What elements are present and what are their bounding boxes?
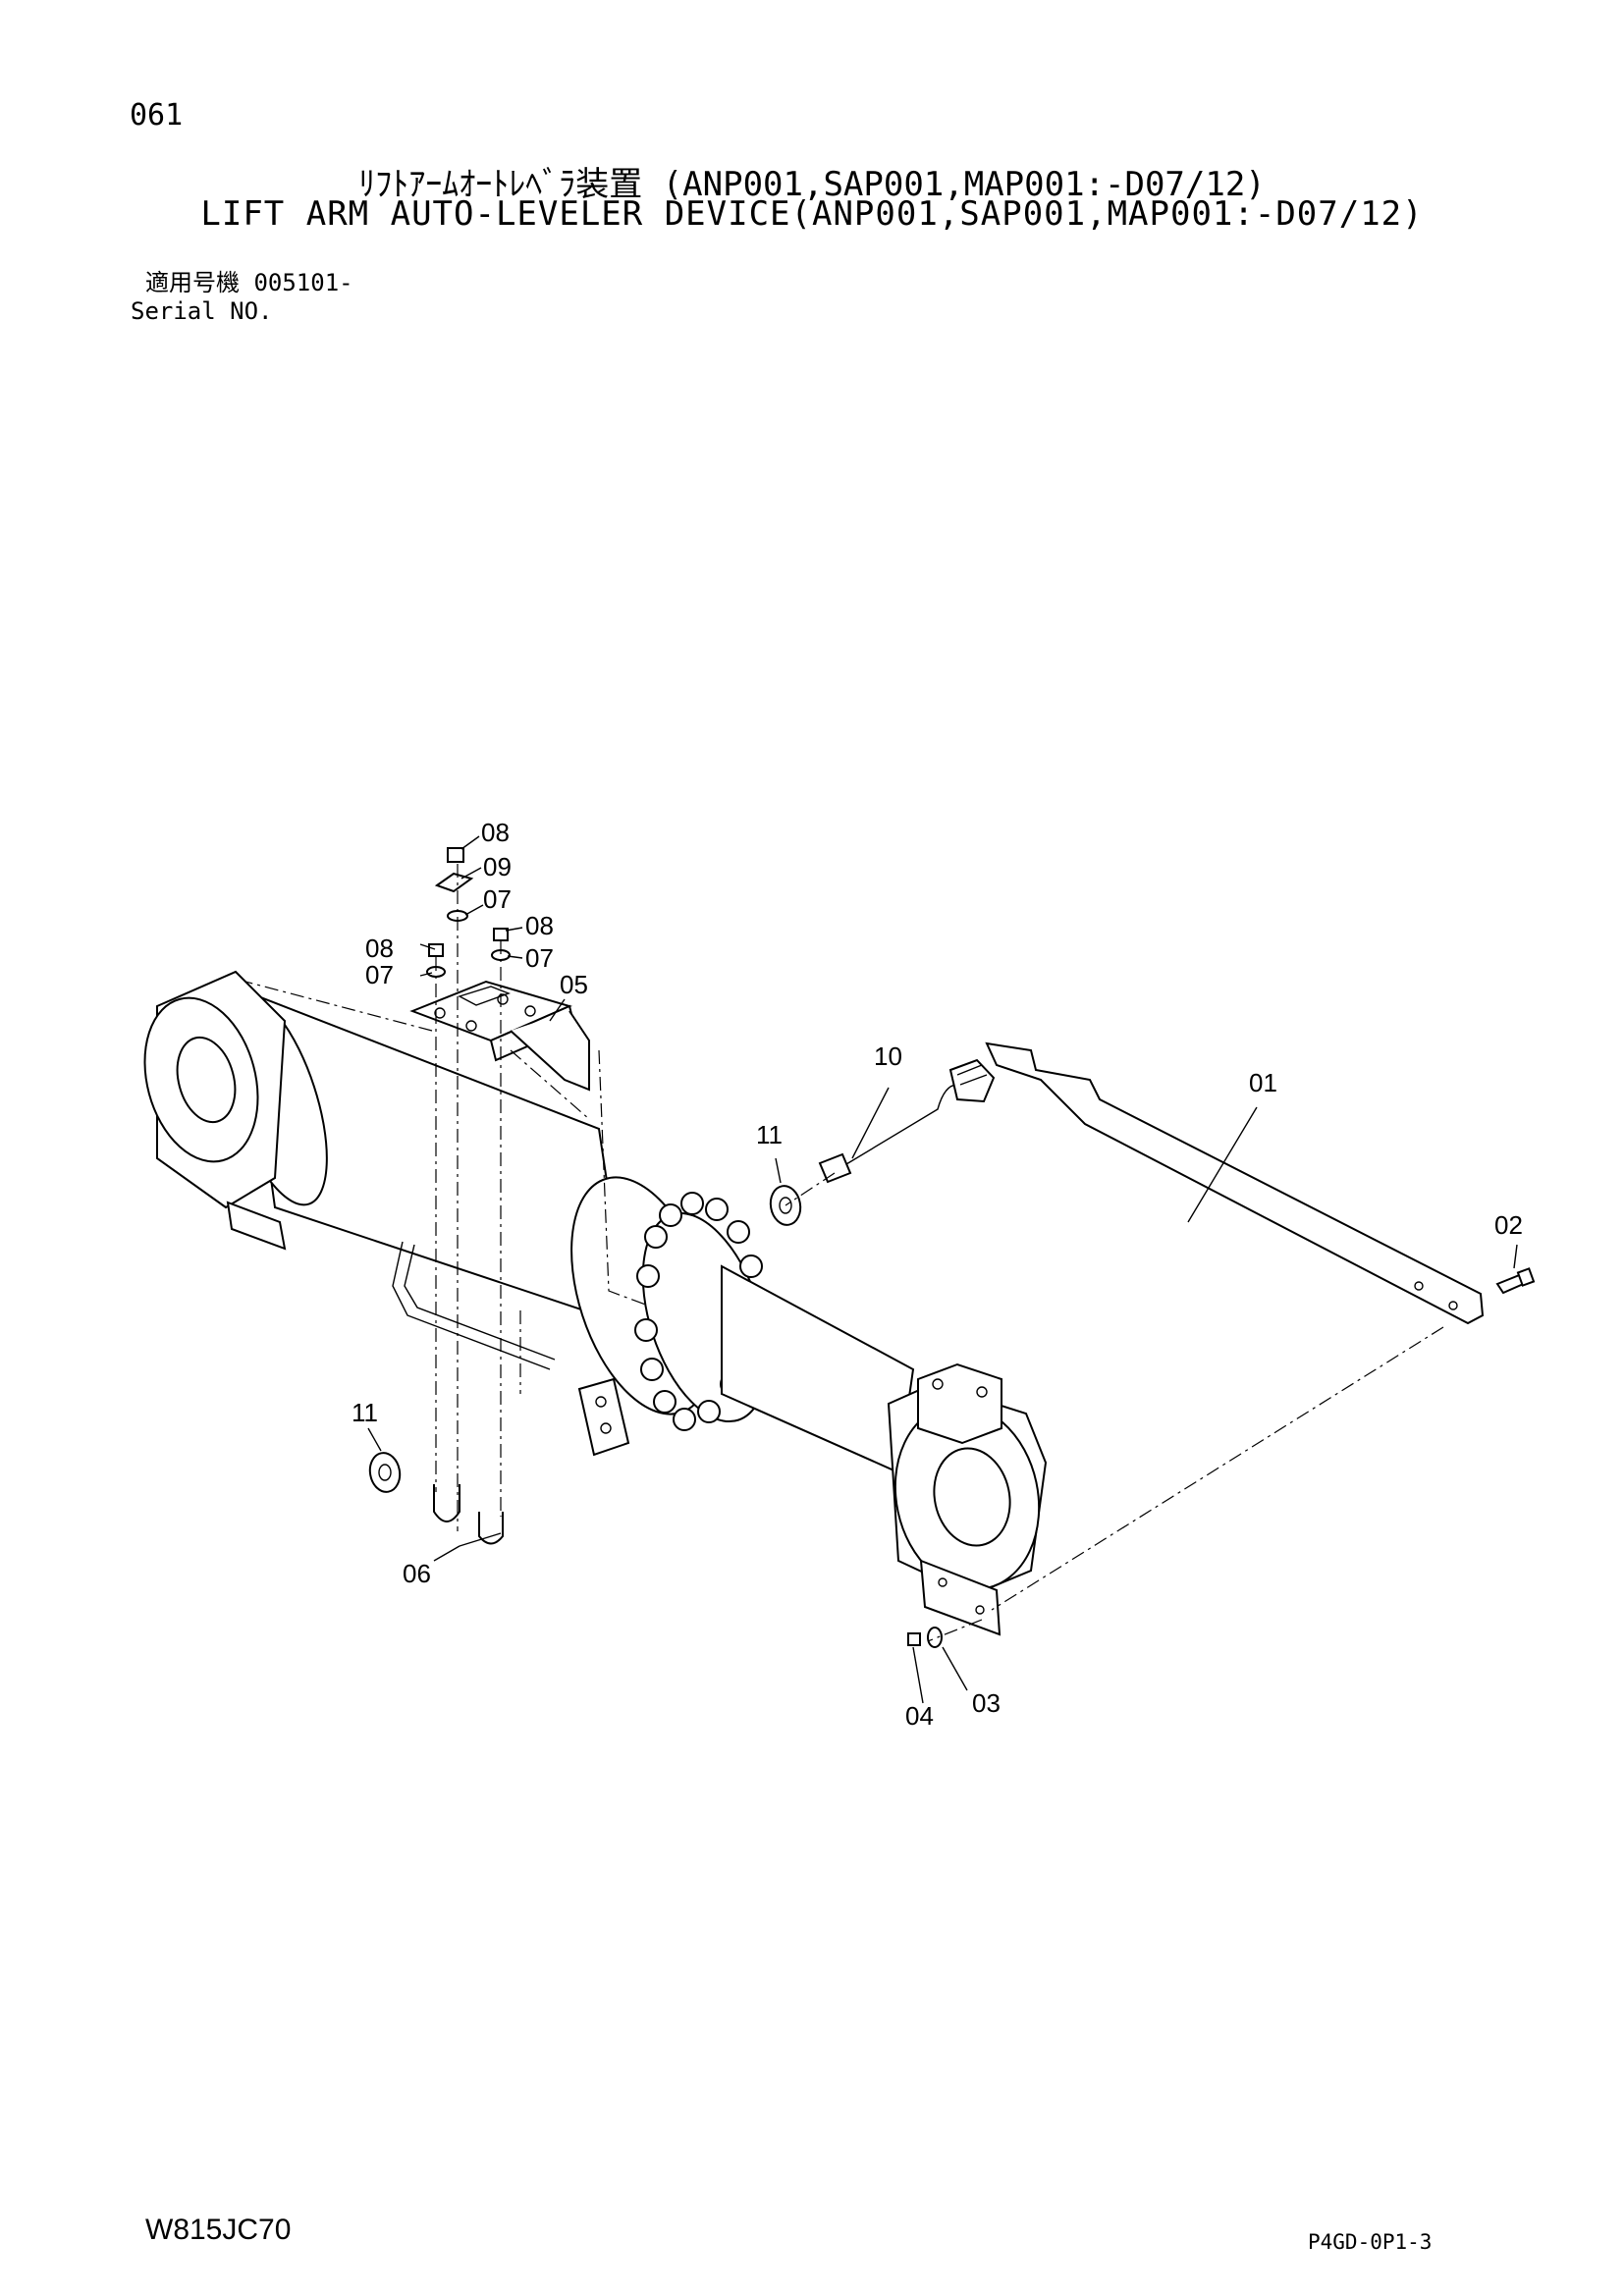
callout-03: 03 <box>972 1688 1001 1718</box>
cylinder-side-block <box>577 1377 630 1457</box>
part-04-nut <box>907 1632 921 1646</box>
callout-07-left: 07 <box>365 960 394 989</box>
document-code: W815JC70 <box>145 2214 292 2246</box>
callout-11-right: 11 <box>756 1120 783 1149</box>
cylinder-head-foot <box>226 1201 287 1251</box>
part-05-bracket <box>409 980 590 1092</box>
nut-08-right <box>493 928 509 941</box>
callout-05: 05 <box>560 970 588 999</box>
nut-08-left <box>428 943 444 957</box>
callout-09: 09 <box>483 852 512 881</box>
callout-01: 01 <box>1249 1068 1277 1097</box>
part-10-sensor-cable <box>818 1058 996 1184</box>
callout-04: 04 <box>905 1701 934 1731</box>
title-english: LIFT ARM AUTO-LEVELER DEVICE(ANP001,SAP0… <box>200 194 1424 234</box>
part-06-u-bolts <box>433 1484 504 1545</box>
callout-07-top: 07 <box>483 884 512 914</box>
nut-08-top <box>447 847 464 863</box>
cylinder-head-bore <box>176 1036 237 1124</box>
serial-range-japanese: 適用号機 005101- <box>145 269 353 296</box>
callout-08-right: 08 <box>525 911 554 940</box>
part-01-arm <box>985 1041 1485 1325</box>
part-11-washer-left <box>368 1452 402 1493</box>
sheet-code: P4GD-0P1-3 <box>1308 2230 1433 2254</box>
callout-10: 10 <box>874 1041 902 1071</box>
serial-label-english: Serial NO. <box>131 297 273 325</box>
callout-11-left: 11 <box>352 1398 378 1427</box>
piston-rod <box>721 1264 915 1474</box>
callout-07-right: 07 <box>525 943 554 973</box>
callout-06: 06 <box>403 1559 431 1588</box>
hydraulic-cylinder <box>143 970 1048 1636</box>
rod-eye-top-pad <box>917 1362 1002 1445</box>
part-02-bolt <box>1495 1267 1536 1295</box>
hydraulic-pipe <box>392 1241 551 1370</box>
callout-leaders <box>367 835 1518 1704</box>
callout-02: 02 <box>1494 1210 1523 1240</box>
assembly-center-lines <box>244 864 1444 1642</box>
part-03-washer <box>927 1627 943 1648</box>
title-japanese: ﾘﾌﾄｱｰﾑｵｰﾄﾚﾍﾞﾗ装置 (ANP001,SAP001,MAP001:-D… <box>358 165 1266 204</box>
callout-08-left: 08 <box>365 934 394 963</box>
rod-eye-bore <box>933 1447 1011 1547</box>
callout-08-top: 08 <box>481 818 510 847</box>
page-number: 061 <box>130 98 184 133</box>
